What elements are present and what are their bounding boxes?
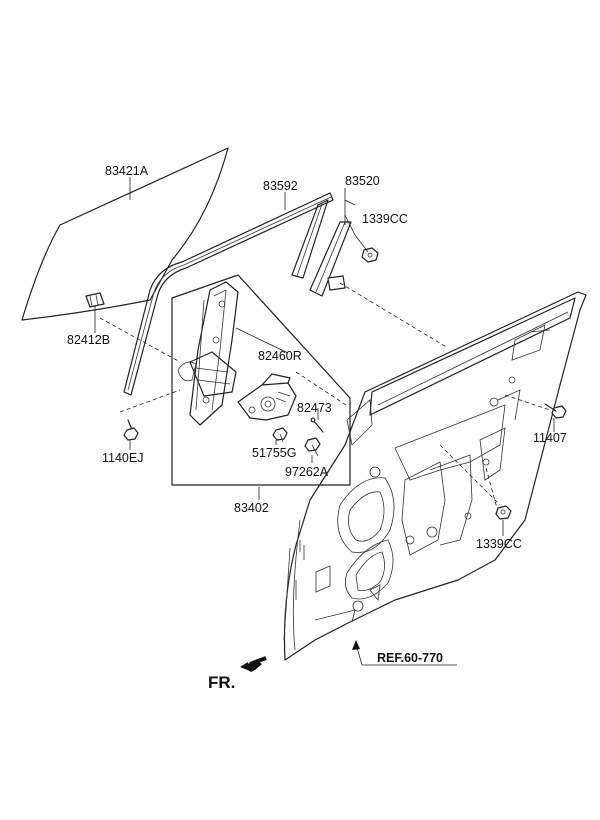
run-channel[interactable] [123,192,334,396]
ref-label: REF.60-770 [377,651,443,665]
label-11407: 11407 [533,431,567,445]
label-1339CC-top: 1339CC [362,212,408,226]
label-83520: 83520 [345,174,380,188]
label-1339CC-bottom: 1339CC [476,537,522,551]
label-1140EJ: 1140EJ [102,451,143,465]
nut-1339cc-top[interactable] [361,247,379,263]
bolt-51755g[interactable] [272,427,288,443]
assembly-guide-lines [99,282,551,509]
rear-door-panel [283,291,587,661]
label-83421A: 83421A [105,164,149,178]
regulator-motor[interactable] [237,373,297,421]
ref-arrow [352,640,457,666]
door-glass[interactable] [21,147,229,321]
label-83402: 83402 [234,501,269,515]
window-regulator[interactable] [177,281,239,426]
screw-82473[interactable] [310,417,324,433]
leader-lines [94,177,555,536]
label-82473: 82473 [297,401,332,415]
delta-molding[interactable] [309,221,352,297]
label-82412B: 82412B [67,333,110,347]
label-82460R: 82460R [258,349,302,363]
rear-channel[interactable] [291,199,329,279]
regulator-assembly-box [171,274,351,486]
label-83592: 83592 [263,179,298,193]
bolt-11407[interactable] [544,403,567,419]
label-97262A: 97262A [285,465,329,479]
front-direction-arrow-icon [240,656,267,672]
nut-1339cc-bottom[interactable] [495,505,512,520]
label-51755G: 51755G [252,446,296,460]
glass-clip[interactable] [85,292,105,308]
front-label: FR. [208,673,235,692]
bolt-97262a[interactable] [304,437,321,457]
bolt-1140ej[interactable] [123,419,139,441]
